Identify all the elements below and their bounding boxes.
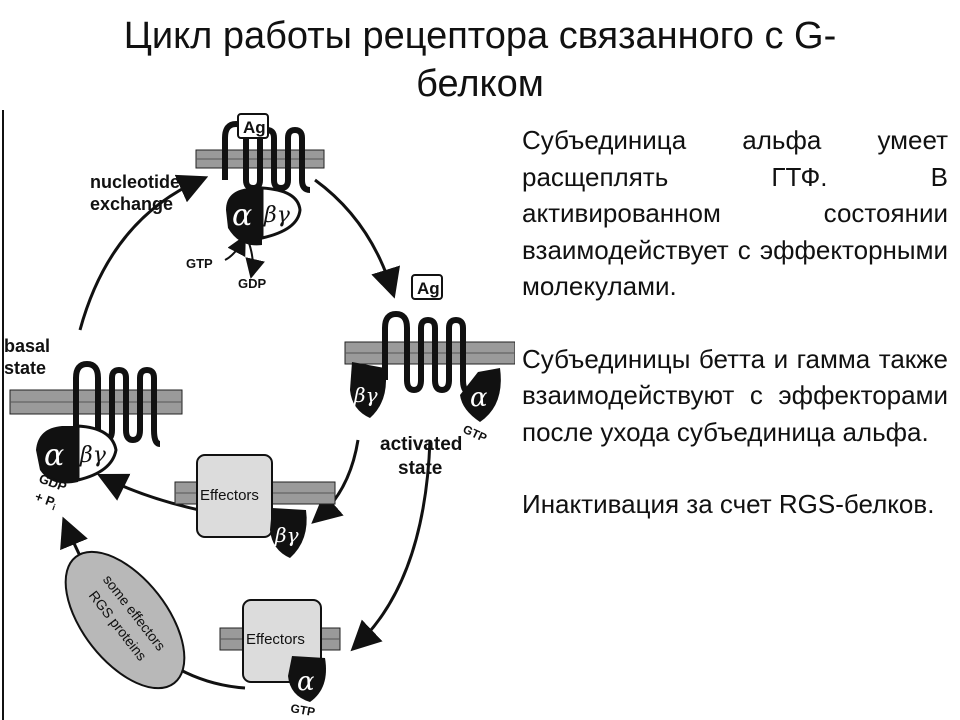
pi-left-label: + Pi bbox=[32, 489, 59, 513]
arrow-gtp-in bbox=[224, 234, 246, 261]
gdp-top-label: GDP bbox=[238, 276, 267, 291]
effectors-middle: Effectors βγ bbox=[174, 454, 336, 558]
slide-title: Цикл работы рецептора связанного с G- бе… bbox=[40, 12, 920, 108]
paragraph-rgs: Инактивация за счет RGS-белков. bbox=[522, 489, 935, 519]
paragraph-beta-gamma: Субъединицы бетта и гамма также взаимоде… bbox=[522, 343, 948, 447]
betagamma-top: βγ bbox=[263, 203, 291, 228]
ag-label-top: Ag bbox=[243, 118, 266, 137]
effectors-bottom: Effectors α GTP bbox=[219, 599, 341, 719]
gtp-right-label: GTP bbox=[461, 422, 489, 445]
arrow-basal-to-top bbox=[78, 174, 209, 331]
title-line-2: белком bbox=[416, 63, 544, 105]
effectors-mid-label: Effectors bbox=[200, 487, 259, 504]
alpha-top: α bbox=[232, 198, 252, 233]
effectors-bottom-label: Effectors bbox=[246, 631, 305, 648]
betagamma-right: βγ bbox=[353, 383, 378, 407]
gpcr-cycle-diagram: Ag α βγ nucleotide exchange GTP GDP Ag β… bbox=[2, 110, 515, 720]
arrow-activated-to-bottom bbox=[350, 439, 432, 652]
description-panel: Субъединица альфа умеет расщеплять ГТФ. … bbox=[522, 122, 948, 523]
alpha-right: α bbox=[470, 383, 488, 413]
ag-label-right: Ag bbox=[417, 279, 440, 298]
exchange-label: exchange bbox=[90, 194, 173, 214]
title-line-1: Цикл работы рецептора связанного с G- bbox=[123, 15, 837, 57]
alpha-bottom: α bbox=[297, 667, 315, 697]
nucleotide-label: nucleotide bbox=[90, 172, 180, 192]
paragraph-alpha: Субъединица альфа умеет расщеплять ГТФ. … bbox=[522, 125, 948, 301]
gtp-top-label: GTP bbox=[186, 256, 213, 271]
gtp-bottom-label: GTP bbox=[289, 701, 316, 719]
activated-label: activated bbox=[380, 434, 462, 455]
state-label: state bbox=[4, 358, 46, 378]
alpha-basal: α bbox=[44, 438, 64, 473]
basal-label: basal bbox=[4, 336, 50, 356]
betagamma-basal: βγ bbox=[79, 443, 107, 468]
activated-state-label: state bbox=[398, 458, 442, 479]
rgs-ellipse: some effectors RGS proteins bbox=[64, 550, 186, 690]
arrow-top-to-activated bbox=[314, 178, 401, 299]
arrow-activated-to-effectors bbox=[311, 439, 360, 524]
receptor-top: Ag α βγ bbox=[195, 113, 325, 246]
receptor-activated: Ag βγ α GTP bbox=[344, 274, 515, 445]
receptor-basal: α βγ bbox=[9, 360, 183, 484]
betagamma-effector: βγ bbox=[274, 523, 299, 547]
